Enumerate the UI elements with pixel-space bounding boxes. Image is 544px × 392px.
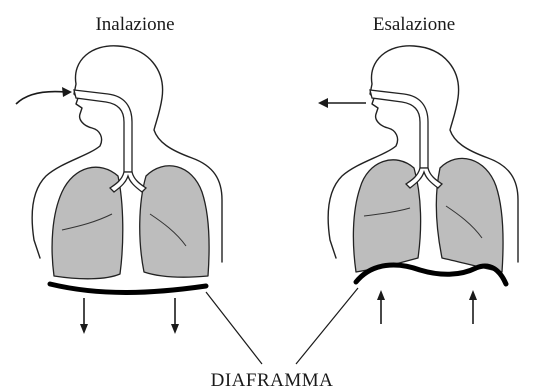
inhalation-airway	[74, 90, 132, 172]
exhalation-air-arrowhead	[318, 98, 328, 108]
inhalation-figure: Inalazione	[16, 14, 222, 334]
inhalation-down-arrowhead-right	[171, 324, 179, 334]
inhalation-diaphragm	[50, 284, 206, 293]
exhalation-diaphragm	[356, 265, 506, 284]
inhalation-air-arrow	[16, 92, 66, 105]
exhalation-figure: Esalazione	[318, 14, 518, 324]
diaphragm-pointer-right	[296, 288, 358, 364]
inhalation-label: Inalazione	[95, 14, 174, 35]
exhalation-label: Esalazione	[373, 14, 455, 35]
exhalation-up-arrowhead-left	[377, 290, 385, 300]
exhalation-left-lung	[353, 160, 420, 272]
inhalation-right-lung	[140, 166, 209, 277]
diaphragm-pointer-left	[206, 292, 262, 364]
exhalation-right-lung	[436, 158, 503, 272]
inhalation-down-arrowhead-left	[80, 324, 88, 334]
inhalation-air-arrowhead	[62, 87, 72, 97]
diaphragm-label: DIAFRAMMA	[211, 370, 334, 391]
exhalation-up-arrowhead-right	[469, 290, 477, 300]
